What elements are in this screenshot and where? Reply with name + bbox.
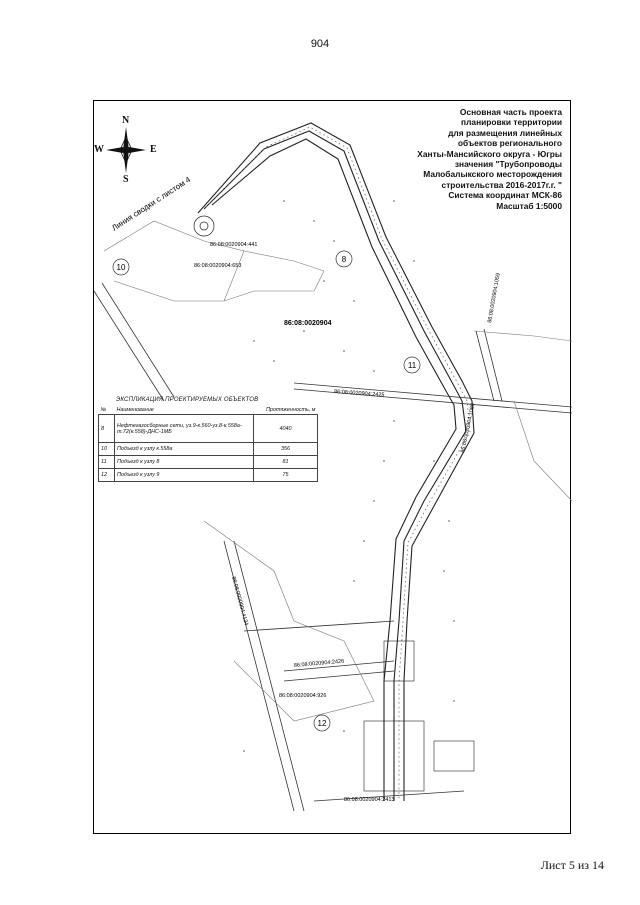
table-title: ЭКСПЛИКАЦИЯ ПРОЕКТИРУЕМЫХ ОБЪЕКТОВ xyxy=(116,397,259,403)
compass-east: E xyxy=(150,144,157,155)
facility-area xyxy=(363,640,475,792)
parcel-d-label: 86:08:0020904:926 xyxy=(279,693,326,699)
parcel-f-label: 86:08:0020904:2413 xyxy=(344,797,394,803)
explication-table: № Наименование Протяженность, м 8 Нефтег… xyxy=(98,406,318,482)
map-canvas: 10 8 11 12 Линия сводки с листом 4 86:08… xyxy=(94,122,572,812)
object-10-label: 10 xyxy=(117,263,126,272)
parcel-b-label: 86:08:0020904:653 xyxy=(194,263,241,269)
table-row: 12 Подъезд к узлу 9 75 xyxy=(98,468,318,482)
table-cell-name: Нефтегазосборные сети, уз.9-к.560-уз.8-к… xyxy=(114,414,254,443)
pipeline-corridor xyxy=(197,122,475,801)
title-line: строительства 2016-2017г.г. " xyxy=(441,179,562,190)
title-line: Система координат МСК-86 xyxy=(448,190,562,201)
table-header-cell: № xyxy=(98,406,115,415)
table-cell-name: Подъезд к узлу 9 xyxy=(114,468,254,482)
parcel-c-label: 86:08:0020904:2425 xyxy=(334,389,385,399)
object-8-label: 8 xyxy=(342,255,347,264)
corridor-hatch xyxy=(205,126,471,801)
table-cell-num: 8 xyxy=(98,414,115,443)
table-row: 8 Нефтегазосборные сети, уз.9-к.560-уз.8… xyxy=(98,414,318,443)
hub-node xyxy=(193,215,215,237)
compass-north: N xyxy=(122,115,130,126)
map-sheet: 10 8 11 12 Линия сводки с листом 4 86:08… xyxy=(93,100,572,834)
table-cell-name: Подъезд к узлу к.558а xyxy=(114,442,254,456)
table-cell-num: 11 xyxy=(98,455,115,469)
table-header-row: № Наименование Протяженность, м xyxy=(98,406,318,415)
table-cell-num: 10 xyxy=(98,442,115,456)
title-line: Масштаб 1:5000 xyxy=(496,200,562,211)
title-line: объектов регионального xyxy=(457,138,562,149)
parcel-a-label: 86:08:0020904:441 xyxy=(210,242,257,248)
object-11-label: 11 xyxy=(408,361,417,370)
table-cell-length: 356 xyxy=(253,442,318,456)
title-line: Ханты-Мансийского округа - Югры xyxy=(417,148,562,159)
compass-icon xyxy=(106,127,146,173)
sheet-label: Лист 5 из 14 xyxy=(540,858,604,872)
title-block: Основная часть проекта планировки террит… xyxy=(362,107,562,211)
object-12-label: 12 xyxy=(318,719,327,728)
road-c-label: 86:08:0020904:4134 xyxy=(230,576,249,626)
table-row: 10 Подъезд к узлу к.558а 356 xyxy=(98,442,318,456)
parcel-main-label: 86:08:0020904 xyxy=(284,320,332,327)
table-cell-length: 75 xyxy=(253,468,318,482)
title-line: планировки территории xyxy=(461,117,562,128)
page-number: 904 xyxy=(310,38,330,50)
table-cell-num: 12 xyxy=(98,468,115,482)
title-line: для размещения линейных xyxy=(448,127,562,138)
table-header-cell: Протяженность, м xyxy=(253,406,318,415)
road-a-label: 86:08:0020904:1059 xyxy=(487,273,502,324)
roads xyxy=(94,282,572,812)
parcel-boundaries xyxy=(103,220,572,722)
parcel-e-label: 86:08:0020904:2426 xyxy=(294,659,345,669)
survey-dots xyxy=(243,200,455,752)
title-line: Малобалыкского месторождения xyxy=(423,169,562,180)
compass-south: S xyxy=(123,174,129,185)
title-line: Основная часть проекта xyxy=(459,107,562,117)
table-cell-name: Подъезд к узлу 8 xyxy=(114,455,254,469)
table-cell-length: 81 xyxy=(253,455,318,469)
compass-west: W xyxy=(94,144,104,155)
compass-rose: N S W E xyxy=(94,115,157,185)
table-header-cell: Наименование xyxy=(114,406,254,415)
table-cell-length: 4040 xyxy=(253,414,318,443)
table-row: 11 Подъезд к узлу 8 81 xyxy=(98,455,318,469)
title-line: значения "Трубопроводы xyxy=(454,159,562,170)
object-markers xyxy=(112,250,421,732)
